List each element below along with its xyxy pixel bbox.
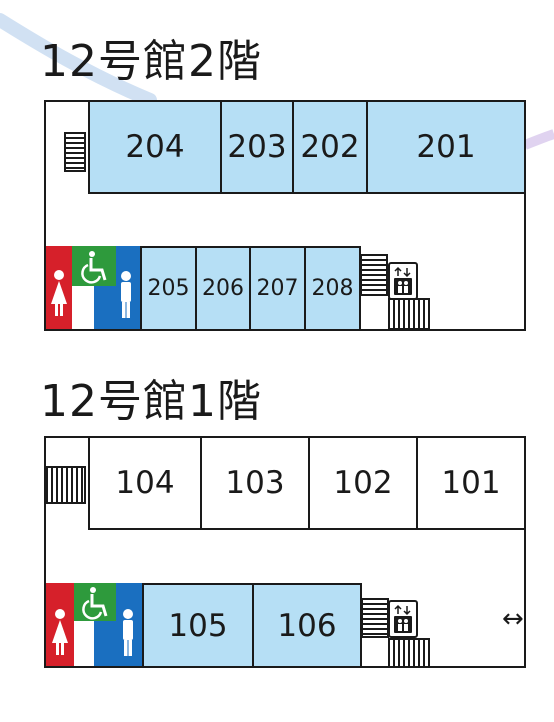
accessible-restroom: [74, 583, 116, 621]
room-101[interactable]: 101: [416, 436, 526, 530]
room-103[interactable]: 103: [200, 436, 310, 530]
womens-restroom: [46, 583, 74, 666]
room-208[interactable]: 208: [304, 246, 361, 331]
room-205[interactable]: 205: [140, 246, 197, 331]
elevator-icon: [388, 600, 418, 638]
floor-1-title: 12号館1階: [40, 376, 262, 427]
stairs-icon: [388, 638, 430, 668]
room-206[interactable]: 206: [195, 246, 251, 331]
stairs-icon: [360, 254, 388, 296]
stairs-icon: [46, 466, 86, 504]
wheelchair-icon: [82, 587, 108, 620]
wheelchair-icon: [81, 251, 107, 284]
woman-icon: [52, 609, 68, 655]
room-204[interactable]: 204: [88, 100, 222, 194]
room-207[interactable]: 207: [249, 246, 306, 331]
double-arrow-icon: ↔: [502, 604, 524, 634]
floor-2-title: 12号館2階: [40, 36, 262, 87]
accessible-restroom-top: [72, 246, 116, 286]
man-icon: [123, 609, 133, 656]
man-icon: [121, 271, 131, 318]
room-104[interactable]: 104: [88, 436, 202, 530]
stairs-icon: [388, 298, 430, 330]
room-202[interactable]: 202: [292, 100, 368, 194]
room-106[interactable]: 106: [252, 583, 362, 668]
stairs-icon: [361, 598, 389, 638]
woman-icon: [51, 270, 67, 316]
womens-restroom: [46, 246, 72, 329]
stairs-icon: [64, 132, 86, 172]
room-203[interactable]: 203: [220, 100, 294, 194]
room-102[interactable]: 102: [308, 436, 418, 530]
room-201[interactable]: 201: [366, 100, 526, 194]
elevator-icon: [388, 262, 418, 300]
room-105[interactable]: 105: [142, 583, 254, 668]
